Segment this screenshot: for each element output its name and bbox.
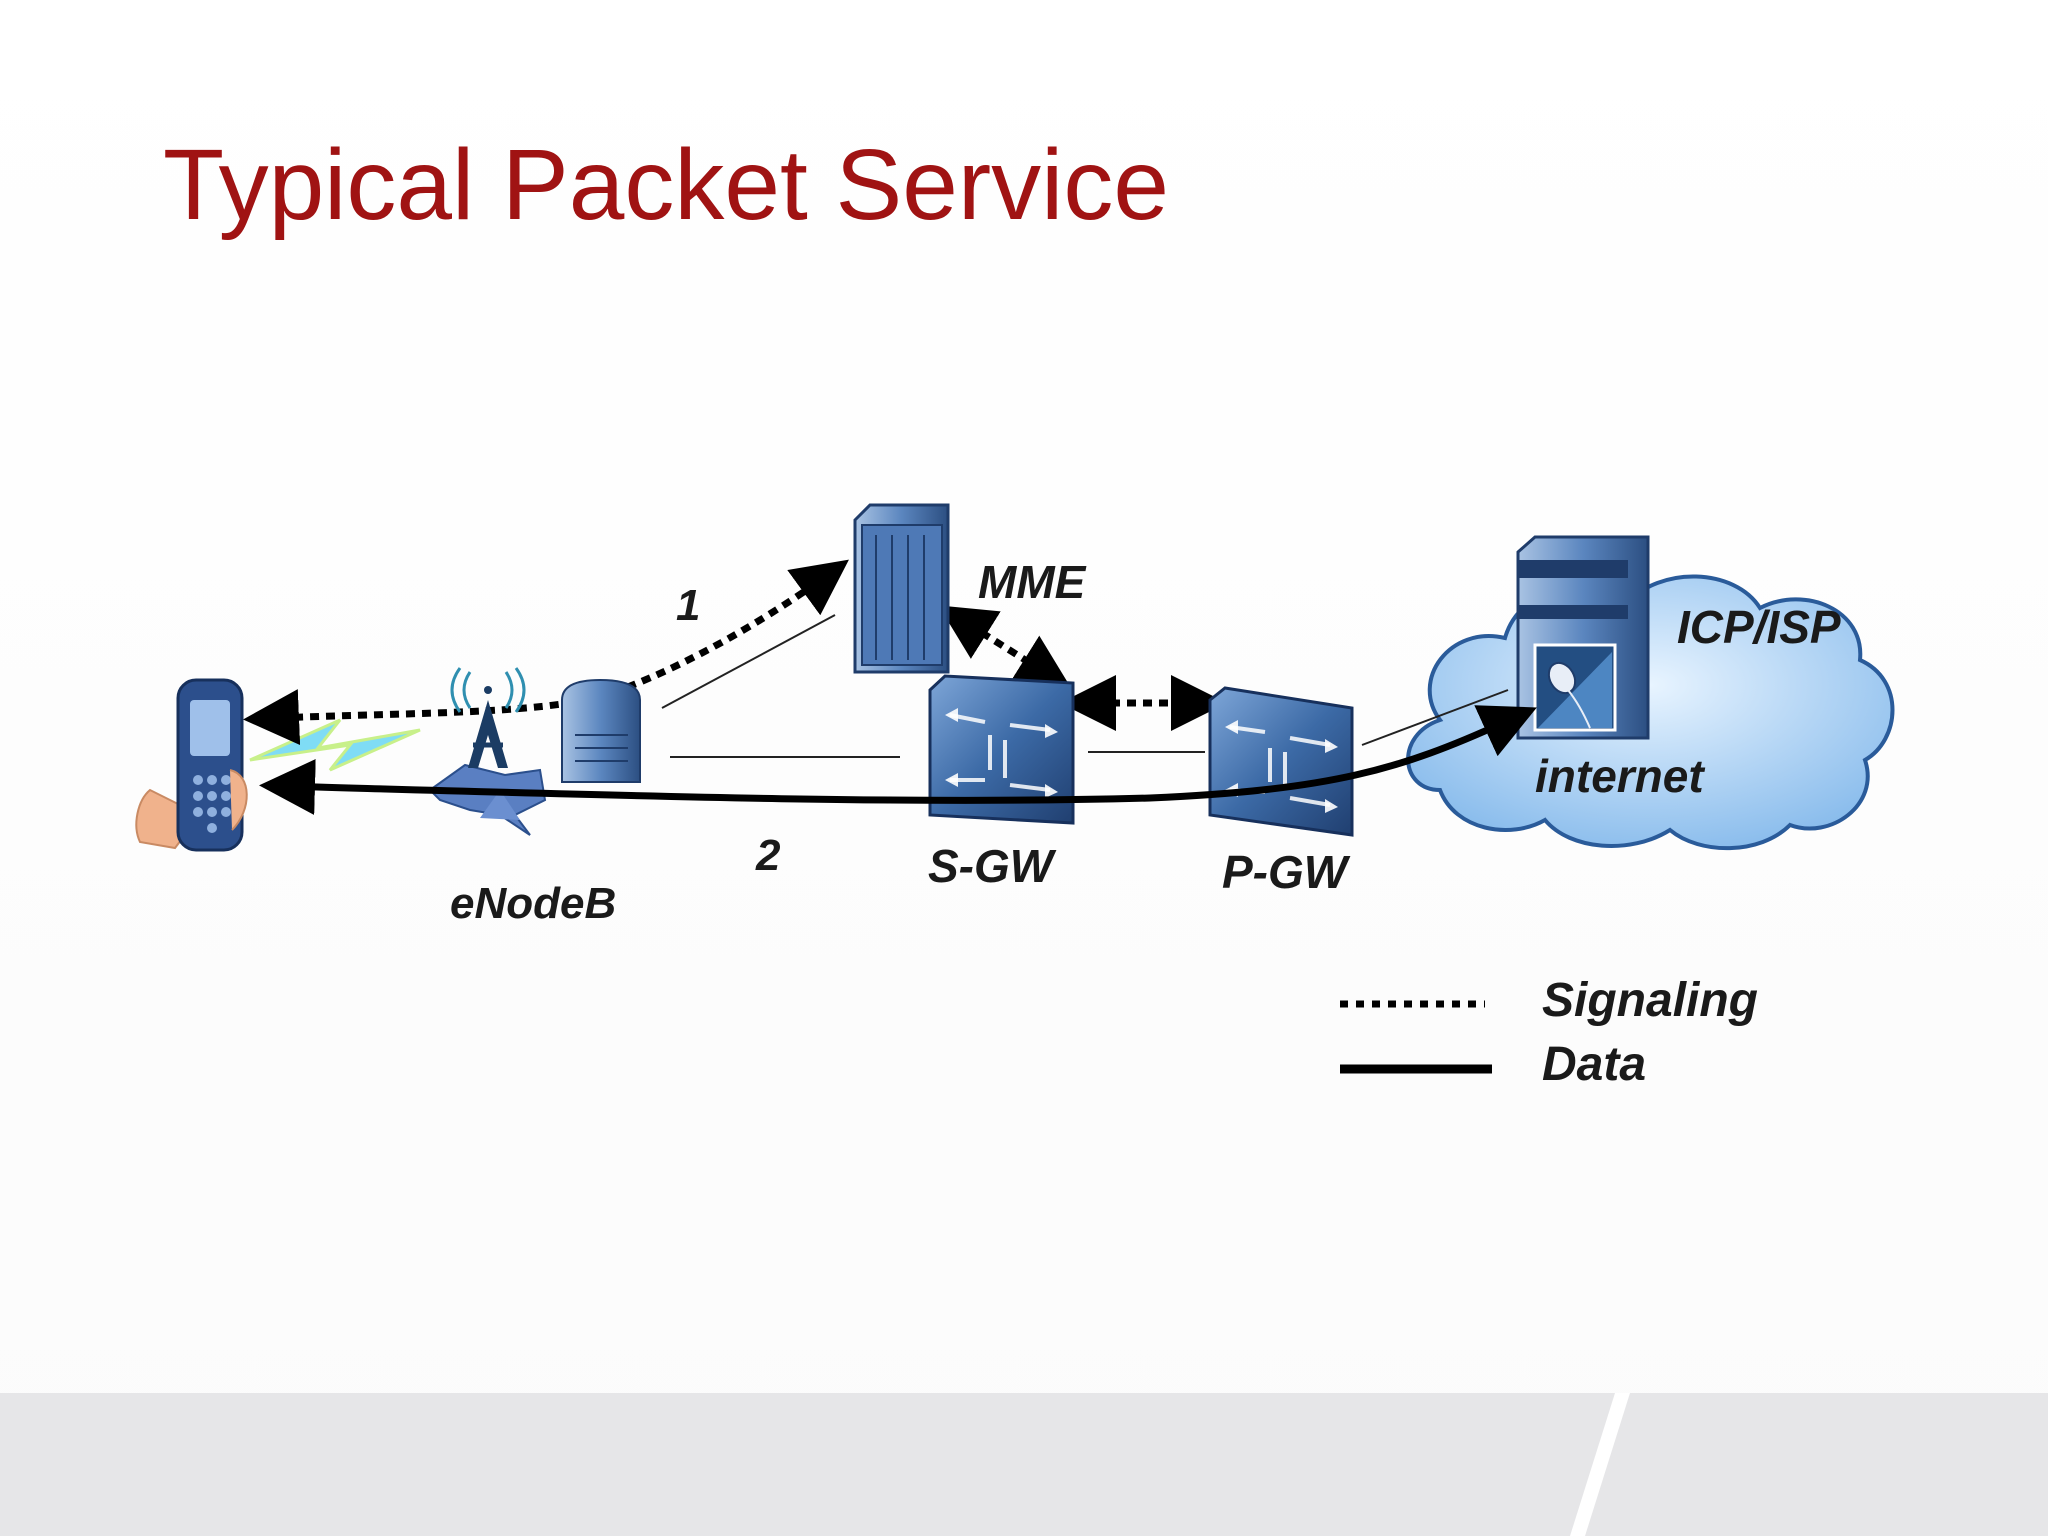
legend-signaling-label: Signaling	[1542, 974, 1758, 1027]
signaling-ue-mme-arrow	[243, 559, 849, 746]
internet-label: internet	[1535, 750, 1705, 802]
icp-server-icon	[1516, 535, 1650, 740]
base-station-icon	[428, 667, 641, 836]
step-2-label: 2	[755, 831, 781, 880]
data-path-arrow	[259, 705, 1537, 815]
pgw-gateway-icon	[1208, 686, 1354, 837]
icp-isp-label: ICP/ISP	[1677, 601, 1841, 653]
slide-title: Typical Packet Service	[163, 129, 1169, 241]
mme-label: MME	[978, 556, 1087, 608]
footer-divider-decoration	[1570, 1393, 1630, 1536]
step-1-label: 1	[676, 581, 700, 630]
signaling-mme-sgw-arrow	[938, 605, 1072, 690]
sgw-label: S-GW	[928, 840, 1057, 892]
radio-link-icon	[249, 718, 421, 772]
legend-data-label: Data	[1542, 1038, 1646, 1091]
mme-server-rack-icon	[853, 503, 950, 674]
legend: Signaling Data	[1340, 974, 1758, 1091]
pgw-label: P-GW	[1222, 846, 1351, 898]
mobile-phone-icon	[135, 678, 248, 852]
slide-footer-band	[0, 1393, 2048, 1536]
enodeb-label: eNodeB	[450, 879, 616, 928]
